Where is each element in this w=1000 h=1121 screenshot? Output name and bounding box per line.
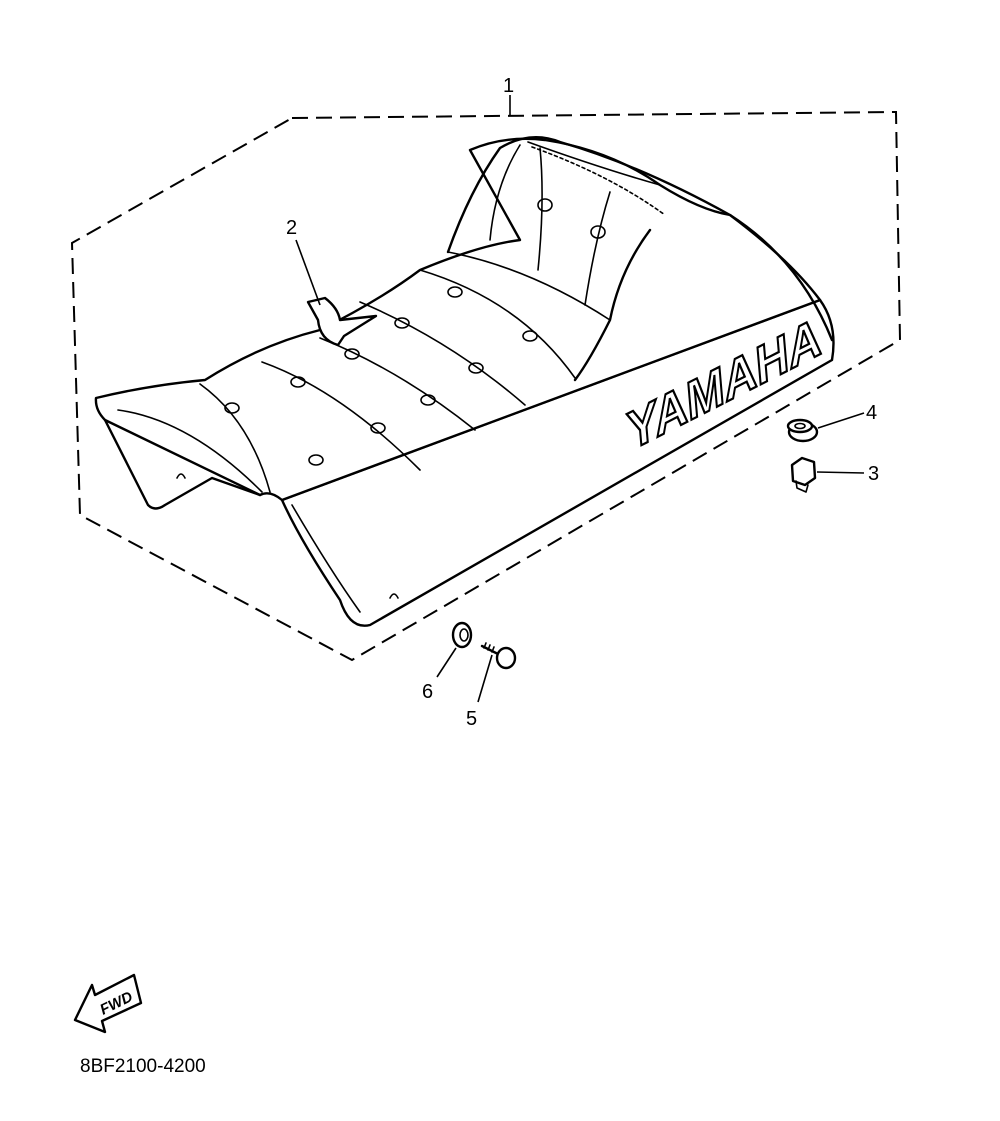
callout-4: 4 bbox=[866, 402, 877, 424]
seat-lower-hem bbox=[291, 504, 361, 613]
seat-tufts bbox=[224, 198, 606, 466]
seat-seam-5 bbox=[419, 269, 576, 379]
part-3-nut bbox=[790, 456, 817, 493]
part-4-damper bbox=[786, 418, 819, 443]
leader-3 bbox=[816, 471, 865, 474]
seat-backrest-hem bbox=[531, 146, 666, 216]
seat-hole-front bbox=[176, 473, 186, 479]
leader-4 bbox=[817, 412, 865, 429]
seat-seam-1 bbox=[199, 383, 271, 493]
seat-cushion bbox=[94, 137, 822, 502]
part-6-washer bbox=[451, 621, 473, 649]
seat-hole-side bbox=[389, 593, 399, 599]
seat-side-panel bbox=[280, 298, 835, 627]
seat-seam-7 bbox=[584, 191, 611, 306]
seat-backrest bbox=[446, 136, 834, 342]
callout-6: 6 bbox=[422, 681, 433, 703]
part-2-strap bbox=[306, 296, 378, 347]
callout-3: 3 bbox=[868, 463, 879, 485]
seat-seam-4 bbox=[359, 301, 526, 406]
seat-front-edge bbox=[117, 409, 263, 493]
seat-backrest-inner bbox=[489, 144, 521, 241]
seat-seam-6 bbox=[537, 147, 543, 271]
assembly-boundary bbox=[70, 110, 902, 662]
seat-seam-2 bbox=[261, 361, 421, 471]
seat-seam-back-base bbox=[447, 251, 611, 321]
seat-backrest-top-edge bbox=[527, 141, 729, 215]
fwd-arrow-icon: FWD bbox=[73, 973, 143, 1034]
seat-seam-3 bbox=[319, 337, 476, 431]
leader-5 bbox=[477, 654, 493, 703]
leader-2 bbox=[295, 239, 321, 306]
drawing-code: 8BF2100-4200 bbox=[80, 1056, 206, 1077]
leader-6 bbox=[436, 647, 457, 678]
callout-1: 1 bbox=[503, 75, 514, 97]
callout-2: 2 bbox=[286, 217, 297, 239]
part-5-bolt bbox=[480, 642, 517, 670]
callout-5: 5 bbox=[466, 708, 477, 730]
